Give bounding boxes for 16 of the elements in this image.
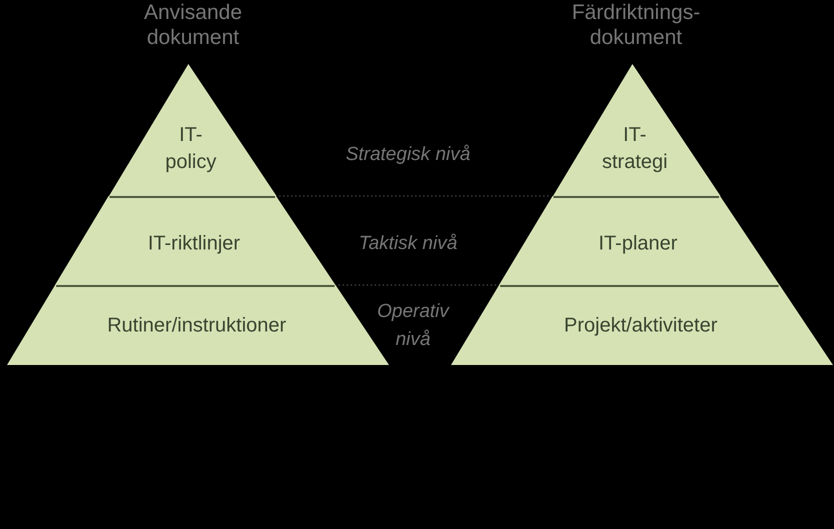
level-label: Strategisk nivå — [346, 143, 470, 167]
pyramid-tier — [108, 64, 276, 196]
pyramid-heading: Färdriktnings- dokument — [570, 0, 702, 50]
pyramid-tier — [499, 196, 780, 285]
tier-label: Projekt/aktiviteter — [563, 314, 718, 338]
pyramid-tier — [55, 196, 336, 285]
level-label: Operativ nivå — [376, 300, 451, 352]
tier-label: IT- strategi — [601, 123, 669, 175]
tier-label: IT-riktlinjer — [146, 232, 242, 256]
tier-label: Rutiner/instruktioner — [106, 314, 288, 338]
pyramid-tier — [552, 64, 720, 196]
pyramid-heading: Anvisande dokument — [142, 0, 244, 50]
tier-label: IT-planer — [597, 232, 678, 256]
tier-label: IT- policy — [164, 123, 218, 175]
level-label: Taktisk nivå — [358, 232, 458, 256]
pyramid-tier — [451, 285, 833, 365]
